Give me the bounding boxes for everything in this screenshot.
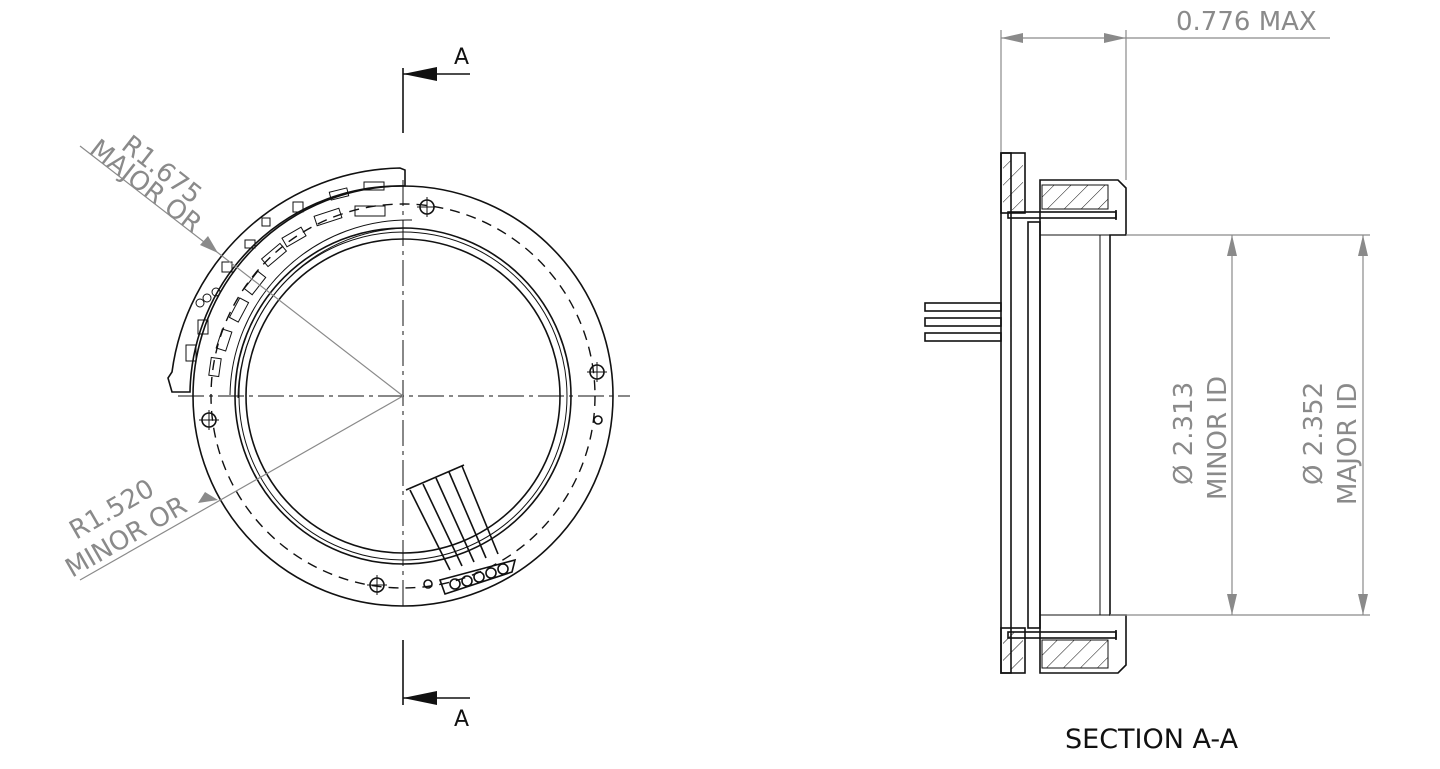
major-id-dimension: [1358, 235, 1368, 615]
section-letter-top: A: [454, 45, 469, 70]
minor-or-leader: [79, 395, 404, 581]
minor-id-label: MINOR ID: [1203, 376, 1233, 500]
section-cut-top: [402, 67, 470, 133]
bolt-hole-left: [199, 410, 219, 430]
housing-inner-wall: [1027, 221, 1041, 629]
screw-top: [1007, 210, 1117, 220]
hatch-top: [1041, 184, 1109, 210]
bolt-hole-top-right: [417, 197, 437, 217]
minor-id-value: Ø 2.313: [1169, 382, 1199, 485]
hatch-pcb-top: [1003, 160, 1023, 210]
front-view: A A: [79, 45, 630, 732]
hatch-pcb-bottom: [1003, 632, 1023, 670]
housing-outline: [1039, 179, 1127, 674]
flex-cable: [405, 464, 517, 596]
pcb-arc-board: [167, 167, 406, 393]
overall-width-dimension: [1001, 33, 1330, 43]
major-or-leader: [79, 145, 404, 397]
major-id-value: Ø 2.352: [1299, 382, 1329, 485]
section-letter-bottom: A: [454, 707, 469, 732]
pcb-components: [185, 181, 386, 378]
screw-bottom: [1007, 630, 1117, 640]
locating-hole-right: [593, 415, 603, 425]
pcb-arc-inner-edge-2: [237, 227, 411, 399]
minor-id-dimension: [1227, 235, 1237, 615]
hatch-bottom: [1041, 639, 1109, 669]
bolt-hole-right: [587, 362, 607, 382]
locating-hole-bottom: [423, 579, 433, 589]
pcb-plate: [1000, 152, 1012, 674]
section-title: SECTION A-A: [1065, 724, 1239, 755]
connector-pins: [924, 302, 1002, 342]
section-view: [924, 30, 1370, 674]
pcb-arc-inner-edge: [229, 219, 413, 396]
major-id-label: MAJOR ID: [1333, 383, 1363, 505]
bolt-hole-bottom: [367, 575, 387, 595]
pcb-plate-top-tab: [1000, 152, 1026, 214]
pcb-plate-bottom-tab: [1000, 627, 1026, 674]
section-cut-bottom: [402, 640, 470, 705]
overall-width-value: 0.776 MAX: [1176, 7, 1317, 37]
